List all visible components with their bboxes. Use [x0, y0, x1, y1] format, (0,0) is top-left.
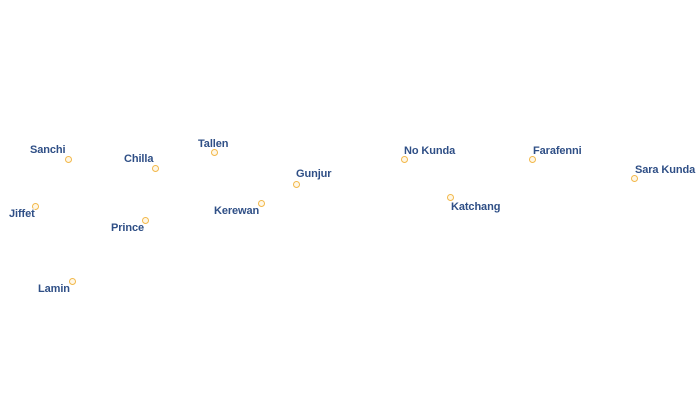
place-marker-icon[interactable] — [292, 180, 300, 188]
place-label: Jiffet — [9, 208, 35, 220]
place-marker-icon[interactable] — [630, 174, 638, 182]
place-label: Gunjur — [296, 168, 332, 180]
place-marker-icon[interactable] — [64, 155, 72, 163]
place-label: No Kunda — [404, 145, 456, 157]
place-marker-icon[interactable] — [210, 148, 218, 156]
place-label: Tallen — [198, 138, 229, 150]
place-label: Sanchi — [30, 144, 66, 156]
place-marker-icon[interactable] — [528, 155, 536, 163]
place-marker-icon[interactable] — [141, 216, 149, 224]
place-marker-icon[interactable] — [257, 199, 265, 207]
place-label: Prince — [111, 222, 145, 234]
place-label: Sara Kunda — [635, 164, 696, 176]
place-label: Lamin — [38, 283, 70, 295]
place-marker-icon[interactable] — [31, 202, 39, 210]
place-label: Kerewan — [214, 205, 260, 217]
place-marker-icon[interactable] — [68, 277, 76, 285]
place-label: Katchang — [451, 201, 501, 213]
place-marker-icon[interactable] — [446, 193, 454, 201]
place-label: Chilla — [124, 153, 154, 165]
place-marker-icon[interactable] — [151, 164, 159, 172]
place-marker-icon[interactable] — [400, 155, 408, 163]
place-label: Farafenni — [533, 145, 582, 157]
